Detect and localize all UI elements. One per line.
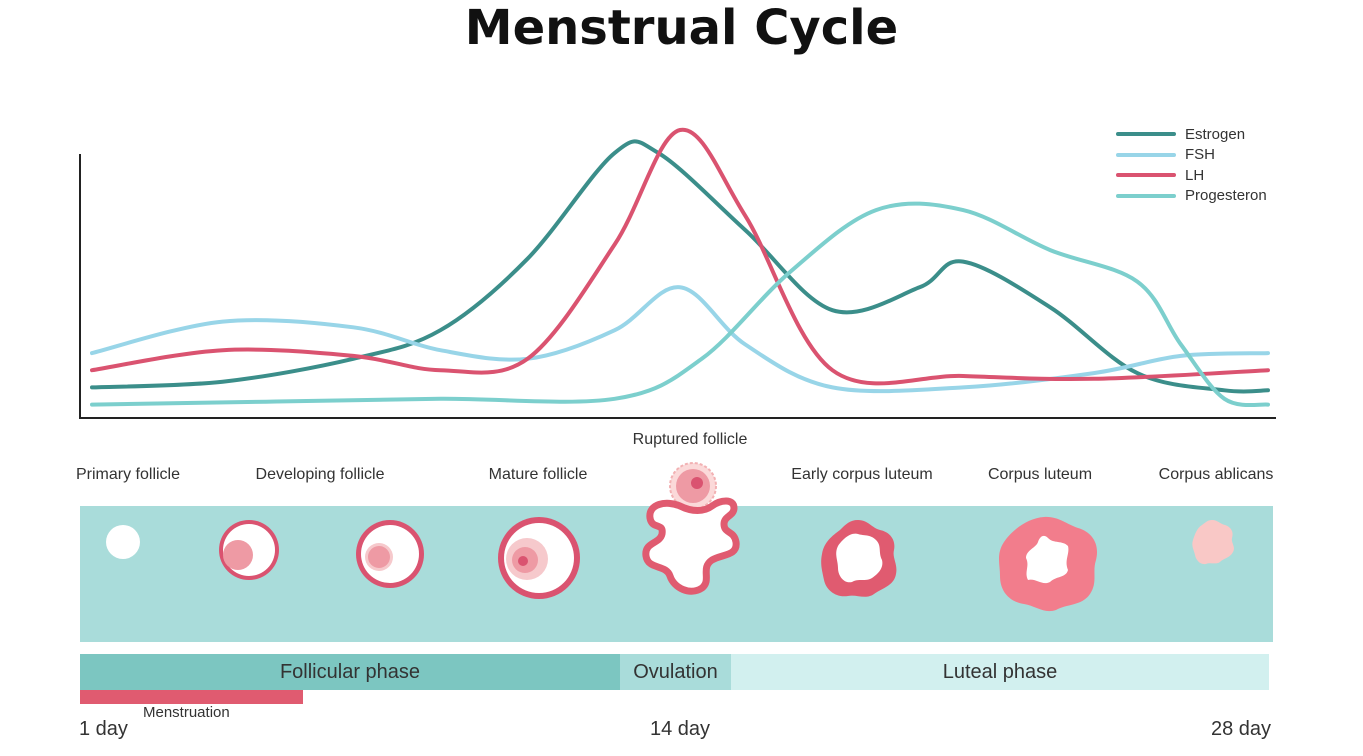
ovulation-phase-label: Ovulation bbox=[633, 660, 718, 683]
legend-label: Estrogen bbox=[1185, 125, 1246, 143]
legend-swatch-estrogen bbox=[1116, 132, 1176, 137]
stage-label-ruptured-follicle: Ruptured follicle bbox=[632, 431, 748, 448]
legend-label: Progesteron bbox=[1185, 187, 1267, 205]
stage-label-corpus-luteum: Corpus luteum bbox=[987, 466, 1093, 483]
luteal-phase-bar: Luteal phase bbox=[731, 654, 1269, 690]
legend-item-progesteron: Progesteron bbox=[1116, 186, 1267, 207]
luteal-phase-label: Luteal phase bbox=[942, 660, 1058, 683]
menstruation-bar bbox=[80, 690, 303, 704]
series-line-progesteron bbox=[90, 201, 1270, 408]
day-label-end: 28 day bbox=[1211, 718, 1272, 740]
ruptured-follicle-icon bbox=[642, 462, 740, 595]
stage-label-primary-follicle: Primary follicle bbox=[75, 466, 181, 483]
series-line-lh bbox=[90, 127, 1270, 386]
stage-label-developing-follicle: Developing follicle bbox=[255, 466, 385, 483]
hormone-chart bbox=[79, 127, 1276, 419]
ovulation-phase-bar: Ovulation bbox=[620, 654, 731, 690]
legend-label: FSH bbox=[1185, 146, 1215, 164]
menstruation-label: Menstruation bbox=[143, 704, 230, 721]
legend-item-lh: LH bbox=[1116, 165, 1267, 186]
legend-label: LH bbox=[1185, 166, 1205, 184]
legend-item-fsh: FSH bbox=[1116, 145, 1267, 166]
chart-legend: Estrogen FSH LH Progesteron bbox=[1116, 124, 1267, 206]
primary-follicle-icon bbox=[106, 525, 140, 559]
legend-swatch-progesteron bbox=[1116, 193, 1176, 198]
developing-follicle-icon bbox=[219, 520, 279, 580]
day-label-mid: 14 day bbox=[650, 718, 711, 740]
early-corpus-luteum-icon bbox=[821, 520, 897, 597]
follicular-phase-label: Follicular phase bbox=[279, 660, 421, 683]
legend-swatch-lh bbox=[1116, 173, 1176, 178]
mature-follicle-icon bbox=[498, 517, 580, 599]
series-line-estrogen bbox=[90, 139, 1270, 394]
stage-label-mature-follicle: Mature follicle bbox=[488, 466, 588, 483]
legend-swatch-fsh bbox=[1116, 152, 1176, 157]
stage-label-early-corpus-luteum: Early corpus luteum bbox=[791, 466, 933, 483]
follicular-phase-bar: Follicular phase bbox=[80, 654, 620, 690]
series-line-fsh bbox=[90, 285, 1270, 394]
corpus-luteum-icon bbox=[999, 516, 1098, 612]
developing-follicle-icon-2 bbox=[356, 520, 424, 588]
stage-label-corpus-albicans: Corpus ablicans bbox=[1158, 466, 1274, 483]
legend-item-estrogen: Estrogen bbox=[1116, 124, 1267, 145]
corpus-albicans-icon bbox=[1192, 520, 1234, 565]
page-title: Menstrual Cycle bbox=[464, 0, 899, 56]
day-label-start: 1 day bbox=[79, 718, 128, 740]
